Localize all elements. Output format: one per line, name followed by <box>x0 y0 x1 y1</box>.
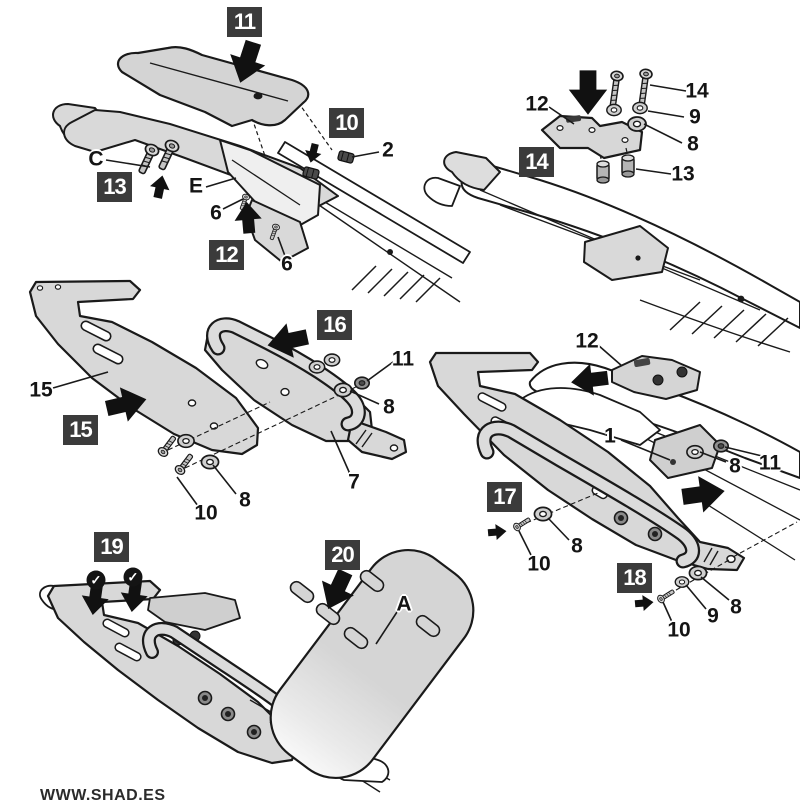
part-label-8: 8 <box>729 454 741 478</box>
brand-url: WWW.SHAD.ES <box>40 787 166 804</box>
leader-lines <box>52 361 394 507</box>
part-label-13: 13 <box>671 162 695 186</box>
part-label-12: 12 <box>525 92 549 116</box>
leader-lines <box>548 84 687 175</box>
washer-8 <box>177 433 195 449</box>
nut-11 <box>712 439 730 453</box>
clip-2 <box>336 149 356 165</box>
arrow-right-icon <box>679 472 728 516</box>
step-badge-11: 11 <box>227 7 262 37</box>
check-icon: ✓ <box>86 570 106 590</box>
step-badge-10: 10 <box>329 108 364 138</box>
part-label-11: 11 <box>758 451 782 475</box>
screw-10 <box>655 587 677 605</box>
step-badge-14: 14 <box>519 147 554 177</box>
screw-10 <box>511 515 533 533</box>
leader-lines <box>105 151 380 257</box>
washer-9 <box>606 103 622 117</box>
arrow-up-icon <box>147 173 173 200</box>
part-label-15: 15 <box>29 378 53 402</box>
part-label-8: 8 <box>687 132 699 156</box>
hatch-lines <box>351 265 441 303</box>
step-badge-17: 17 <box>487 482 522 512</box>
leader-lines <box>518 344 763 623</box>
leader-lines <box>375 611 398 645</box>
mid-frame <box>519 387 661 446</box>
check-icon: ✓ <box>123 567 143 587</box>
cover-A <box>269 548 475 780</box>
step-badge-16: 16 <box>317 310 352 340</box>
part-label-6: 6 <box>281 252 293 276</box>
part-label-6: 6 <box>210 201 222 225</box>
part-label-1: 1 <box>604 424 616 448</box>
scene-steps-17-18 <box>428 301 800 623</box>
part-label-2: 2 <box>382 138 394 162</box>
part-label-A: A <box>396 592 412 616</box>
lower-cover <box>583 225 669 281</box>
step-badge-15: 15 <box>63 415 98 445</box>
part-label-9: 9 <box>707 604 719 628</box>
washer-8 <box>333 382 353 398</box>
scene-steps-19-20 <box>39 548 475 793</box>
part-label-10: 10 <box>667 618 691 642</box>
wedge-1 <box>649 424 721 479</box>
arrow-right-icon <box>487 523 508 541</box>
washer <box>308 360 326 374</box>
nut-11 <box>353 376 371 390</box>
frame-rail <box>277 141 471 264</box>
washer-8 <box>200 454 220 470</box>
part-label-8: 8 <box>571 534 583 558</box>
part-label-11: 11 <box>391 347 415 371</box>
scene-step-14 <box>351 67 800 353</box>
step-badge-12: 12 <box>209 240 244 270</box>
part-label-10: 10 <box>527 552 551 576</box>
top-plate <box>116 46 310 128</box>
step-badge-18: 18 <box>617 563 652 593</box>
part-label-10: 10 <box>194 501 218 525</box>
hatch-lines <box>669 301 789 347</box>
step-badge-13: 13 <box>97 172 132 202</box>
part-label-14: 14 <box>685 79 709 103</box>
part-label-7: 7 <box>348 470 360 494</box>
part-label-8: 8 <box>239 488 251 512</box>
spacer-13 <box>596 160 610 184</box>
washer-8 <box>688 565 708 581</box>
part-label-8: 8 <box>730 595 742 619</box>
part-label-8: 8 <box>383 395 395 419</box>
washer-8 <box>627 116 647 132</box>
part-label-12: 12 <box>575 329 599 353</box>
scene-steps-15-16 <box>28 279 408 507</box>
arrow-down-icon <box>568 70 608 115</box>
scene-steps-10-13 <box>52 36 471 303</box>
washer-9 <box>632 101 648 115</box>
pillion-grip <box>443 151 501 191</box>
part-label-C: C <box>88 147 104 171</box>
top-mount <box>147 592 241 631</box>
step-badge-19: 19 <box>94 532 129 562</box>
part-label-9: 9 <box>689 105 701 129</box>
arrow-right-icon <box>634 594 655 612</box>
spacer-13 <box>621 154 635 178</box>
step-badge-20: 20 <box>325 540 360 570</box>
side-plate-E <box>219 139 321 229</box>
bracket-plate-12 <box>540 114 644 160</box>
washer <box>323 353 341 367</box>
screw-C <box>134 141 162 177</box>
part-label-E: E <box>188 174 204 198</box>
